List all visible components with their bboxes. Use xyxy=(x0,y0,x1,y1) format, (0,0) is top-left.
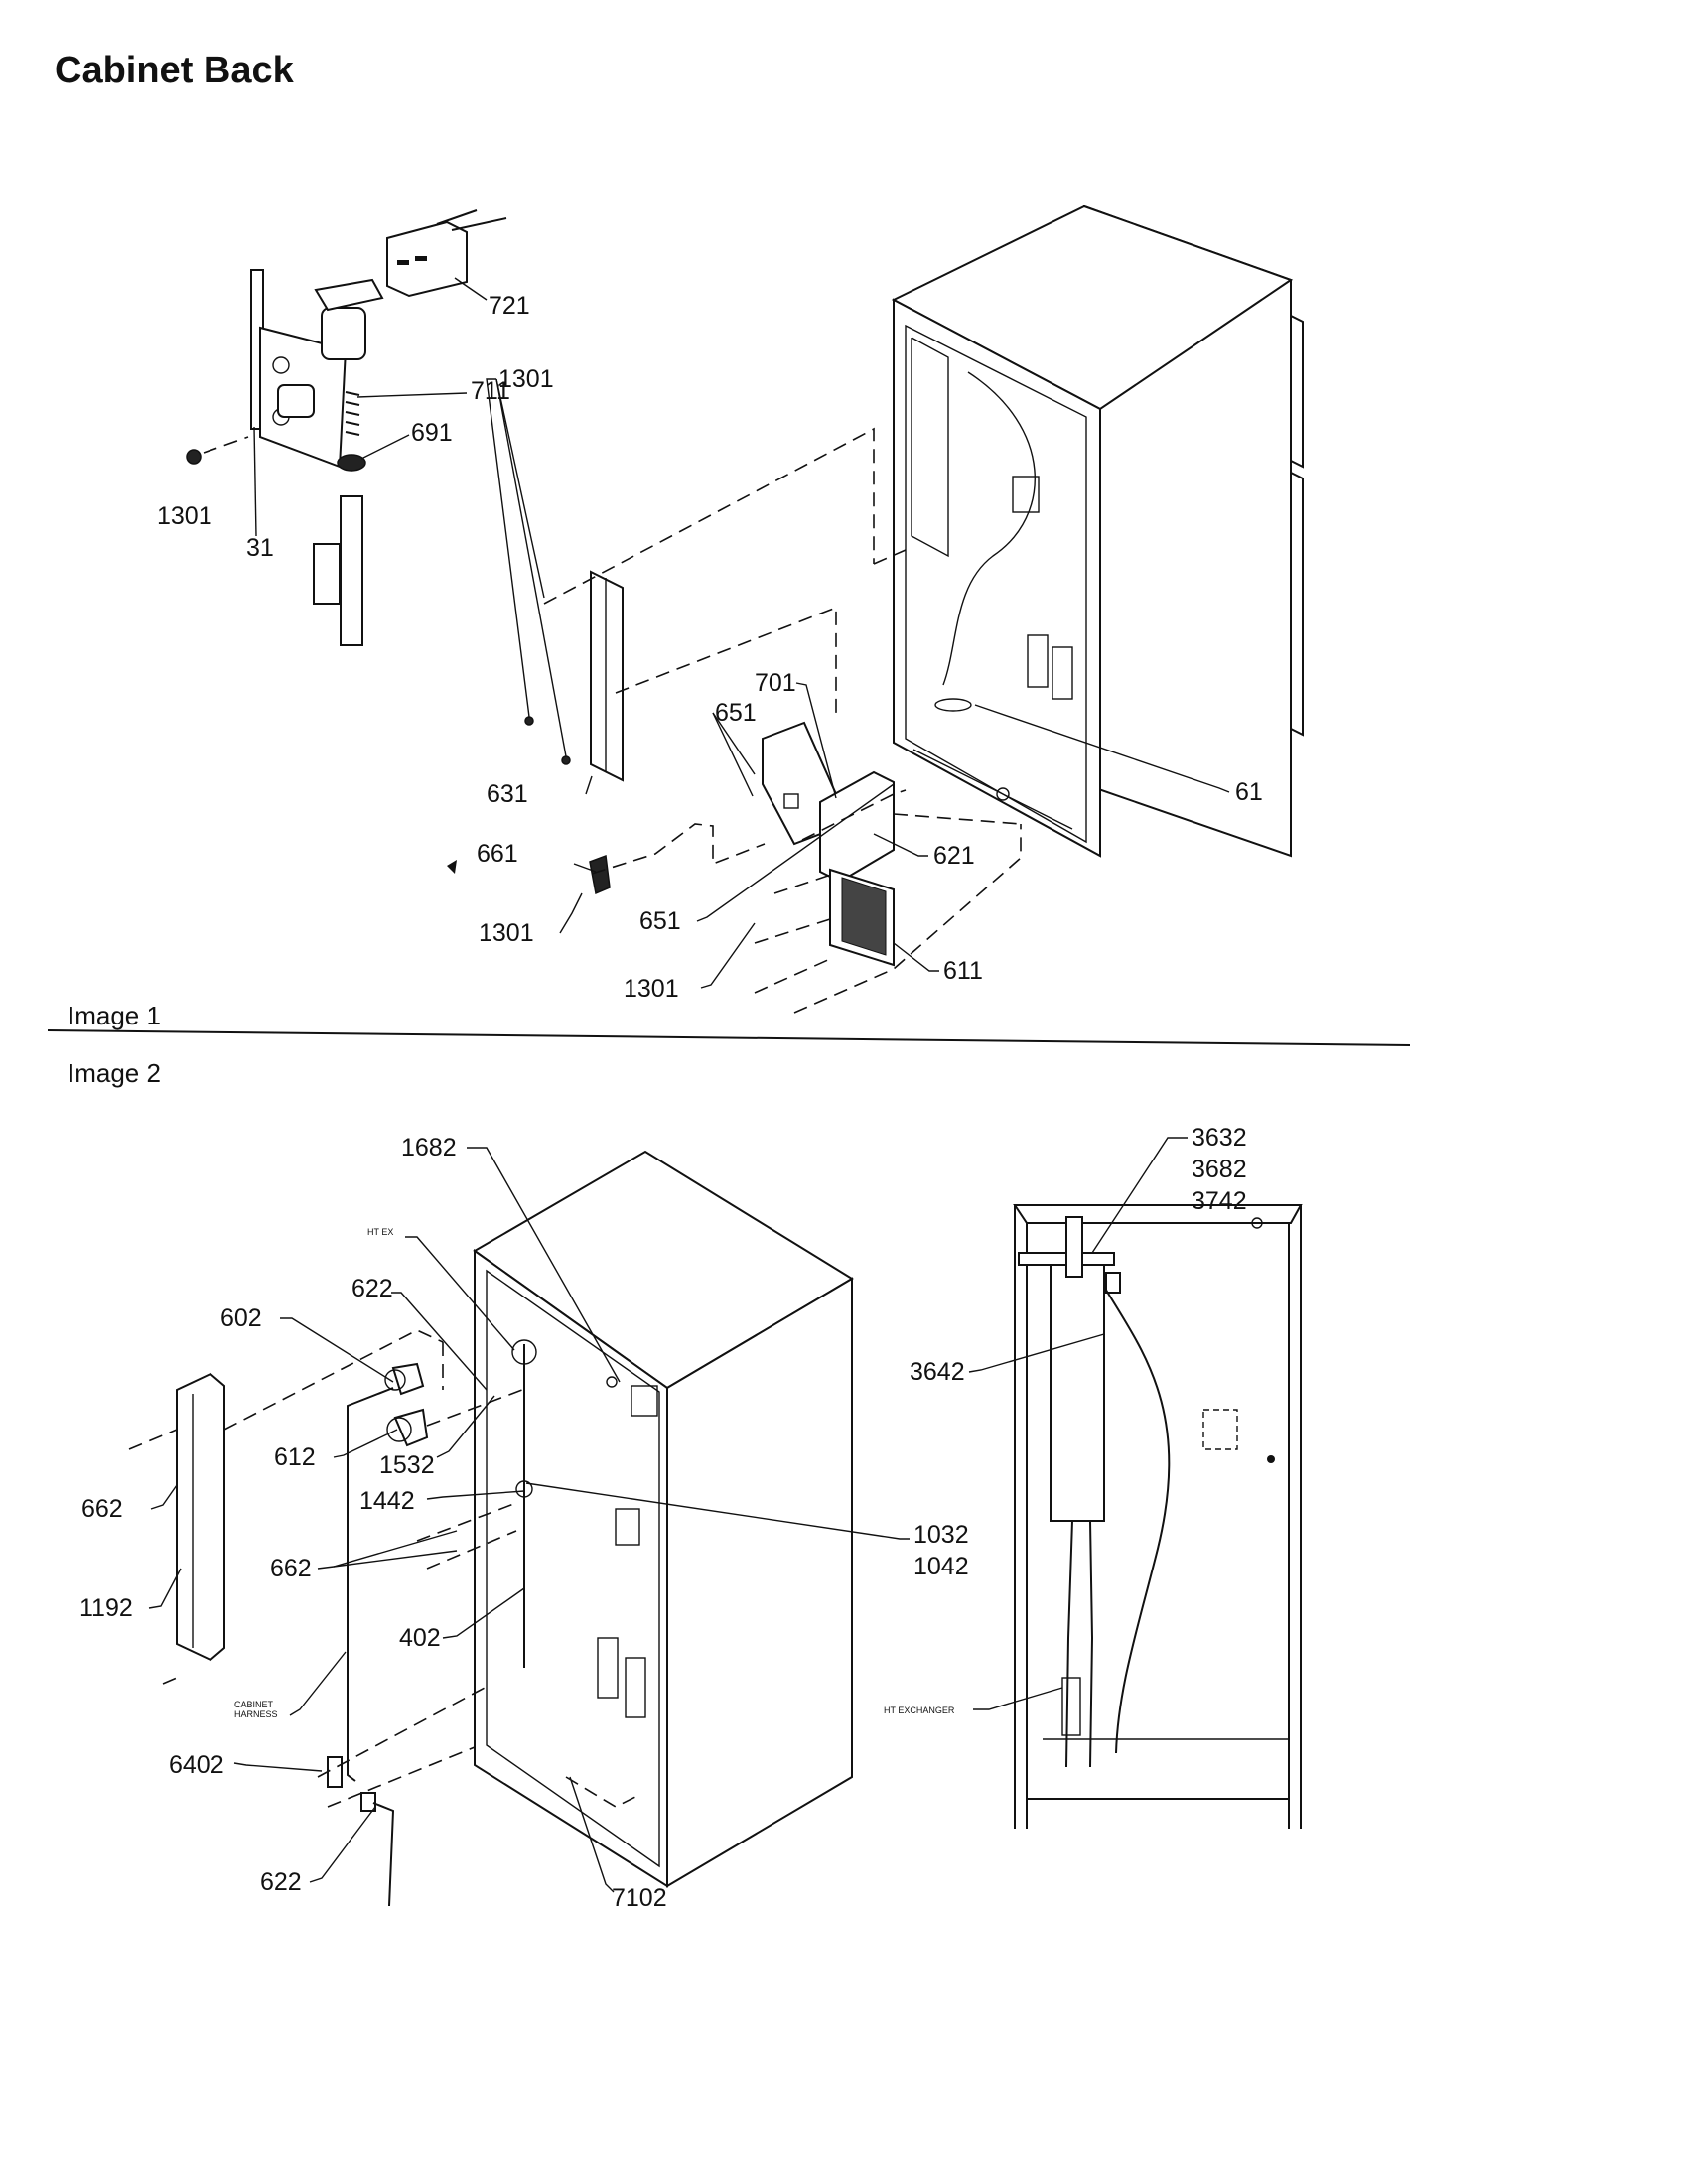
cover-1192 xyxy=(176,1372,225,1662)
callout-1032: 1032 xyxy=(913,1521,969,1549)
callout-1042: 1042 xyxy=(913,1553,969,1580)
leaders-1 xyxy=(253,277,1230,989)
image-2-drawing: HT EX CABINET HARNESS HT EXCHANGER 1682 … xyxy=(79,1124,1303,1912)
callout-721: 721 xyxy=(489,292,530,320)
callout-1301-c: 1301 xyxy=(479,919,534,947)
callout-651-b: 651 xyxy=(639,907,681,935)
callout-1301-a: 1301 xyxy=(157,502,212,530)
cabinet-harness xyxy=(347,1387,394,1782)
label-harness: HARNESS xyxy=(234,1709,278,1719)
assembly-lines-1 xyxy=(543,427,1022,1014)
connector-6402 xyxy=(327,1756,343,1788)
callout-3682: 3682 xyxy=(1192,1156,1247,1183)
callout-1532: 1532 xyxy=(379,1451,435,1479)
callout-1682: 1682 xyxy=(401,1134,457,1161)
callout-7102: 7102 xyxy=(612,1884,667,1912)
assembly-lines-2 xyxy=(128,1329,636,1808)
callout-612: 612 xyxy=(274,1443,316,1471)
callout-622-b: 622 xyxy=(260,1868,302,1896)
callout-631: 631 xyxy=(487,780,528,808)
callout-622-a: 622 xyxy=(351,1275,393,1302)
page-title: Cabinet Back xyxy=(55,50,294,91)
cover-621 xyxy=(819,770,895,884)
callout-1301-d: 1301 xyxy=(624,975,679,1003)
leaders-2 xyxy=(148,1137,1188,1893)
callout-661: 661 xyxy=(477,840,518,868)
callout-61: 61 xyxy=(1235,778,1263,806)
callout-651-a: 651 xyxy=(715,699,757,727)
seal-691 xyxy=(337,454,366,472)
cabinet-2 xyxy=(473,1150,854,1888)
callout-1192: 1192 xyxy=(79,1594,133,1622)
callout-711: 711 xyxy=(471,377,510,405)
cover-panel-631 xyxy=(590,570,624,782)
callout-611: 611 xyxy=(943,957,983,985)
callout-1301-b: 1301 xyxy=(498,365,554,393)
callout-31: 31 xyxy=(246,534,274,562)
callout-602: 602 xyxy=(220,1304,262,1332)
callout-662-a: 662 xyxy=(81,1495,123,1523)
grille-611 xyxy=(829,868,895,967)
connector-721 xyxy=(386,209,507,298)
plug-602 xyxy=(384,1362,425,1396)
label-cabinet: CABINET xyxy=(234,1700,274,1709)
callout-691: 691 xyxy=(411,419,453,447)
label-ht-exchanger: HT EXCHANGER xyxy=(884,1706,955,1715)
callout-3742: 3742 xyxy=(1192,1187,1247,1215)
plug-612 xyxy=(386,1408,429,1447)
callout-1442: 1442 xyxy=(359,1487,415,1515)
image-2-label: Image 2 xyxy=(68,1058,161,1088)
callout-662-b: 662 xyxy=(270,1555,312,1582)
label-ht-ex: HT EX xyxy=(367,1227,393,1237)
screw-1301 xyxy=(186,449,202,465)
valve-assembly xyxy=(186,269,384,646)
section-divider xyxy=(47,1029,1411,1046)
clip-661 xyxy=(589,854,611,895)
image-1-label: Image 1 xyxy=(68,1001,161,1030)
cabinet-back-frame xyxy=(1013,1204,1303,1829)
callout-701: 701 xyxy=(755,669,796,697)
image-1-drawing: 721 711 691 1301 31 1301 701 651 631 61 … xyxy=(157,205,1304,1014)
spring-711 xyxy=(345,391,360,436)
callout-621: 621 xyxy=(933,842,975,870)
callout-3642: 3642 xyxy=(910,1358,965,1386)
callout-402: 402 xyxy=(399,1624,441,1652)
callout-6402: 6402 xyxy=(169,1751,224,1779)
cabinet-1 xyxy=(891,205,1304,858)
callout-3632: 3632 xyxy=(1192,1124,1247,1152)
